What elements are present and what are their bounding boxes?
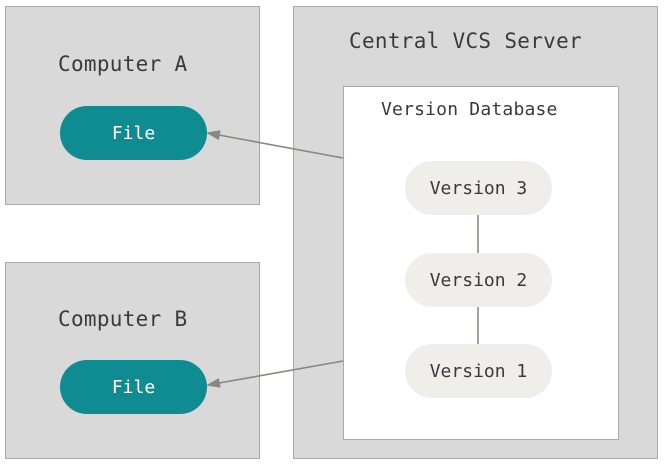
file-pill-computer-b[interactable]: File [60,360,207,414]
version-3-pill[interactable]: Version 3 [405,161,552,215]
computer-a-title: Computer A [58,52,188,76]
version-1-pill[interactable]: Version 1 [405,344,552,398]
computer-b-title: Computer B [58,307,188,331]
version-2-pill[interactable]: Version 2 [405,253,552,307]
server-title: Central VCS Server [349,29,582,53]
database-title: Version Database [381,99,558,120]
file-pill-computer-a[interactable]: File [60,106,207,160]
computer-a-box [5,6,260,205]
